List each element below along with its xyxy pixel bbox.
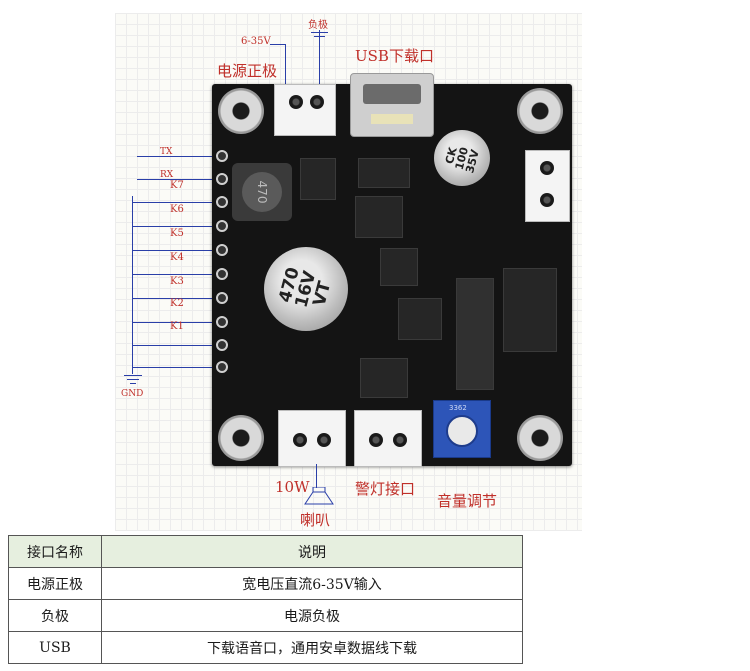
- mount-hole-top-left: [218, 88, 264, 134]
- speaker-label: 喇叭: [300, 511, 331, 529]
- power-terminal: [274, 84, 336, 136]
- table-row: 负极 电源负极: [8, 599, 523, 632]
- header-description: 说明: [101, 535, 523, 568]
- tx-label: TX: [160, 147, 173, 157]
- mount-hole-top-right: [517, 88, 563, 134]
- speaker-terminal: [278, 410, 346, 467]
- key-label-k2: K2: [170, 298, 184, 309]
- key-label-k6: K6: [170, 204, 184, 215]
- table-row: 电源正极 宽电压直流6-35V输入: [8, 567, 523, 600]
- row-description: 宽电压直流6-35V输入: [101, 567, 523, 600]
- table-row: USB 下载语音口，通用安卓数据线下载: [8, 631, 523, 664]
- speaker-wire: [316, 464, 317, 488]
- pot-label: 3362: [449, 404, 467, 412]
- key-label-k4: K4: [170, 252, 184, 263]
- usb-port-label: USB下载口: [355, 47, 434, 65]
- key-label-k1: K1: [170, 321, 184, 332]
- row-description: 下载语音口，通用安卓数据线下载: [101, 631, 523, 664]
- chip-b: [380, 248, 418, 286]
- row-name: 电源正极: [8, 567, 102, 600]
- volume-label: 音量调节: [437, 492, 498, 510]
- row-description: 电源负极: [101, 599, 523, 632]
- rx-label: RX: [160, 170, 174, 180]
- inductor: 470: [232, 163, 292, 221]
- chip-d: [360, 358, 408, 398]
- key-label-k3: K3: [170, 276, 184, 287]
- header-interface-name: 接口名称: [8, 535, 102, 568]
- chip-regulator: [358, 158, 410, 188]
- speaker-power-label: 10W: [275, 478, 310, 496]
- usb-connector: [350, 73, 434, 137]
- diode: [300, 158, 336, 200]
- row-name: 负极: [8, 599, 102, 632]
- mount-hole-bottom-left: [218, 415, 264, 461]
- row-name: USB: [8, 631, 102, 664]
- chip-a: [355, 196, 403, 238]
- speaker-icon: [304, 487, 334, 505]
- negative-wire: [319, 30, 320, 104]
- key-label-k5: K5: [170, 228, 184, 239]
- key-label-k7: K7: [170, 180, 184, 191]
- mount-hole-bottom-right: [517, 415, 563, 461]
- resistor-array: [456, 278, 494, 390]
- negative-label: 负极: [308, 20, 328, 31]
- power-positive-label: 电源正极: [217, 62, 278, 80]
- interface-table: 接口名称 说明 电源正极 宽电压直流6-35V输入 负极 电源负极 USB 下载…: [8, 535, 523, 664]
- capacitor-100uf: CK 100 35V: [434, 130, 490, 186]
- chip-c: [398, 298, 442, 340]
- alarm-port-label: 警灯接口: [355, 480, 416, 498]
- gnd-label: GND: [121, 389, 144, 399]
- alarm-terminal: [354, 410, 422, 467]
- table-header-row: 接口名称 说明: [8, 535, 523, 568]
- volume-potentiometer: 3362: [433, 400, 491, 458]
- voltage-label: 6-35V: [241, 36, 271, 47]
- voltage-wire: [270, 44, 286, 45]
- audio-chip: [503, 268, 557, 352]
- capacitor-470uf: 470 16V VT: [264, 247, 348, 331]
- side-connector: [525, 150, 570, 222]
